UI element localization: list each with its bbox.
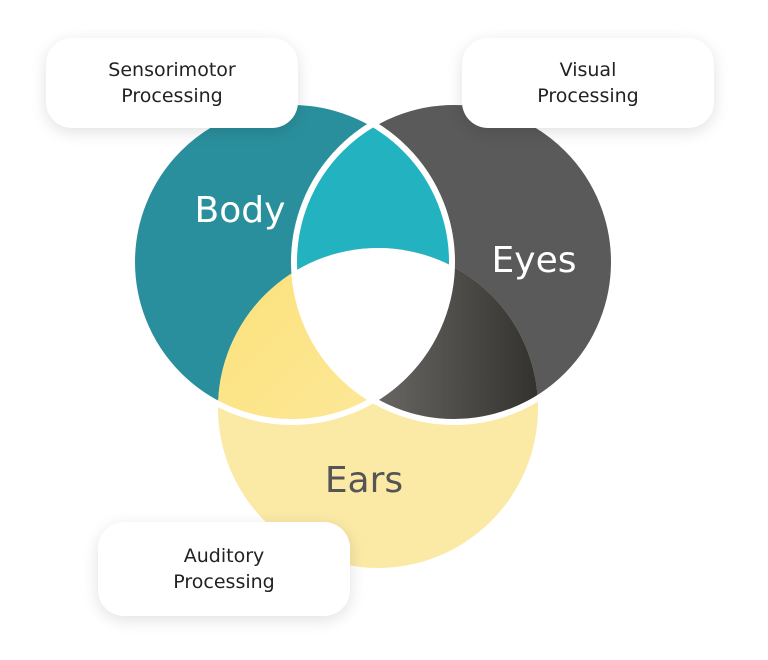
- sensorimotor-callout-line1: Sensorimotor: [108, 59, 236, 81]
- ears-label: Ears: [325, 460, 403, 501]
- auditory-callout-line1: Auditory: [183, 545, 265, 567]
- sensorimotor-callout: Sensorimotor Processing: [46, 38, 298, 128]
- visual-callout: Visual Processing: [462, 38, 714, 128]
- body-label: Body: [195, 190, 286, 231]
- eyes-outline: [291, 99, 617, 425]
- auditory-callout-line2: Processing: [173, 571, 275, 593]
- visual-callout-line2: Processing: [537, 85, 639, 107]
- auditory-callout: Auditory Processing: [98, 522, 350, 616]
- sensorimotor-callout-line2: Processing: [121, 85, 223, 107]
- eyes-label: Eyes: [492, 240, 577, 281]
- visual-callout-line1: Visual: [559, 59, 617, 81]
